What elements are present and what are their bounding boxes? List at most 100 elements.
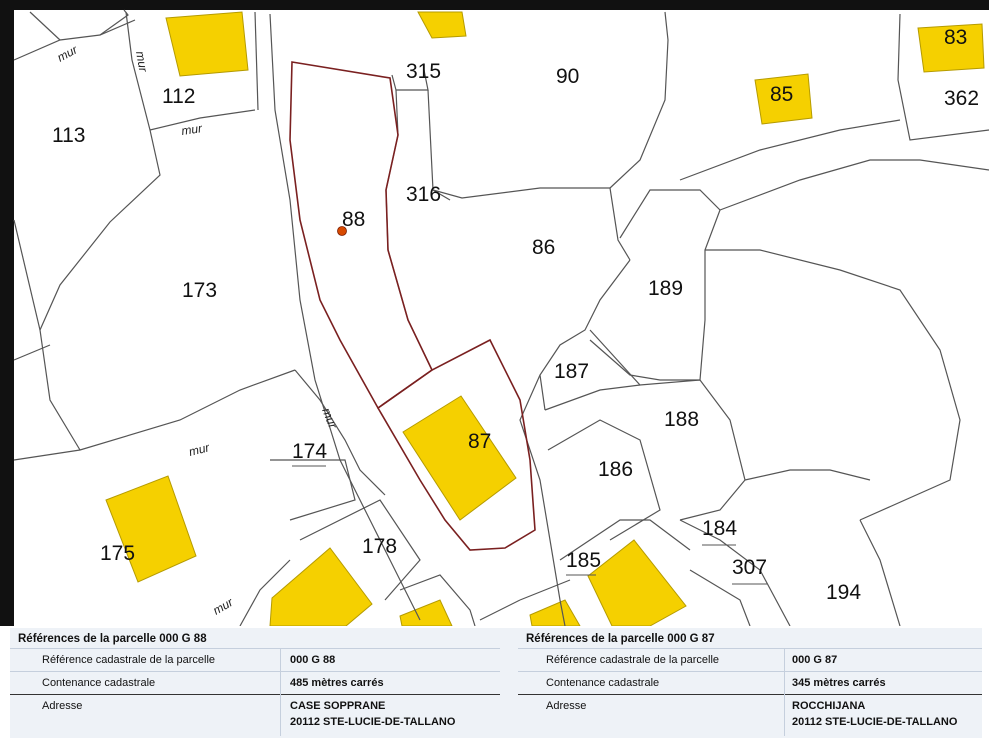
parcel-label-188[interactable]: 188 <box>664 408 699 431</box>
parcel-label-316[interactable]: 316 <box>406 183 441 206</box>
row-value-adresse-line2: 20112 STE-LUCIE-DE-TALLANO <box>792 716 958 728</box>
divider <box>518 648 982 649</box>
frame-left-border <box>0 0 14 626</box>
parcel-label-87[interactable]: 87 <box>468 430 491 453</box>
parcel-label-178[interactable]: 178 <box>362 535 397 558</box>
boundary <box>239 559 291 626</box>
row-value-adresse-line1: CASE SOPPRANE <box>290 700 386 712</box>
divider <box>10 671 500 672</box>
boundary <box>29 11 61 41</box>
boundary <box>679 519 791 626</box>
row-label-reference: Référence cadastrale de la parcelle <box>546 654 720 666</box>
boundary <box>432 189 451 201</box>
boundary <box>479 599 521 621</box>
boundary <box>679 119 901 181</box>
parcel-label-315[interactable]: 315 <box>406 60 441 83</box>
boundary <box>13 219 41 331</box>
boundary <box>149 109 256 131</box>
building-83 <box>917 23 985 73</box>
wall-label: mur <box>133 50 151 74</box>
boundary <box>689 569 751 626</box>
parcel-label-184[interactable]: 184 <box>702 517 737 540</box>
parcel-card-88: Références de la parcelle 000 G 88 Référ… <box>10 628 500 738</box>
parcel-label-187[interactable]: 187 <box>554 360 589 383</box>
wall-labels: mur mur mur mur mur mur <box>55 42 340 617</box>
boundary <box>254 11 259 111</box>
building-87 <box>402 395 517 521</box>
boundary <box>897 13 989 141</box>
building-top-center <box>417 11 467 39</box>
boundary <box>719 159 989 211</box>
boundary <box>589 189 721 381</box>
divider <box>518 671 982 672</box>
parcel-card-87: Références de la parcelle 000 G 87 Référ… <box>518 628 982 738</box>
parcel-numbers: 83 90 85 315 112 362 113 316 88 86 173 1… <box>52 26 979 604</box>
wall-label: mur <box>211 595 237 618</box>
row-label-contenance: Contenance cadastrale <box>42 677 156 689</box>
parcel-label-307[interactable]: 307 <box>732 556 767 579</box>
boundary <box>391 69 429 91</box>
selected-parcels <box>289 61 536 551</box>
row-label-adresse: Adresse <box>546 700 587 712</box>
parcel-label-173[interactable]: 173 <box>182 279 217 302</box>
parcel-label-113[interactable]: 113 <box>52 124 85 147</box>
boundary <box>399 574 476 626</box>
building-bottom-center <box>529 599 581 626</box>
row-value-reference: 000 G 87 <box>792 654 838 666</box>
row-label-contenance: Contenance cadastrale <box>546 677 660 689</box>
parcel-label-85[interactable]: 85 <box>770 83 793 106</box>
boundary <box>385 89 433 371</box>
boundary <box>125 11 151 131</box>
parcel-label-88[interactable]: 88 <box>342 208 365 231</box>
cadastral-map[interactable]: 83 90 85 315 112 362 113 316 88 86 173 1… <box>0 0 989 626</box>
parcel-label-189[interactable]: 189 <box>648 277 683 300</box>
boundary <box>559 519 691 561</box>
boundary <box>299 499 421 601</box>
boundary <box>13 344 51 361</box>
wall-label: mur <box>180 121 203 138</box>
parcel-label-83[interactable]: 83 <box>944 26 967 49</box>
parcel-label-186[interactable]: 186 <box>598 458 633 481</box>
boundary <box>39 129 161 451</box>
parcel-label-86[interactable]: 86 <box>532 236 555 259</box>
row-label-reference: Référence cadastrale de la parcelle <box>42 654 216 666</box>
row-value-contenance: 345 mètres carrés <box>792 677 886 689</box>
wall-label: mur <box>55 42 81 65</box>
divider <box>10 694 500 695</box>
building-185 <box>587 539 687 626</box>
frame-top-border <box>0 0 989 10</box>
parcel-card-title: Références de la parcelle 000 G 88 <box>18 633 207 645</box>
building-178-b <box>399 599 453 626</box>
boundary <box>859 519 901 626</box>
parcel-label-194[interactable]: 194 <box>826 581 861 604</box>
parcel-label-112[interactable]: 112 <box>162 85 195 108</box>
parcel-88-outline <box>289 61 434 410</box>
building-175 <box>105 475 197 583</box>
boundary <box>270 459 356 521</box>
row-value-contenance: 485 mètres carrés <box>290 677 384 689</box>
location-marker-icon[interactable] <box>337 226 347 236</box>
parcel-label-174[interactable]: 174 <box>292 440 327 463</box>
parcel-boundaries <box>13 9 989 626</box>
parcel-label-90[interactable]: 90 <box>556 65 579 88</box>
parcel-label-362[interactable]: 362 <box>944 87 979 110</box>
divider <box>518 694 982 695</box>
boundary <box>544 384 641 411</box>
boundary <box>99 9 129 36</box>
building-112 <box>165 11 249 77</box>
boundary <box>744 469 871 481</box>
column-divider <box>280 648 281 736</box>
boundary <box>519 374 566 626</box>
row-value-adresse-line1: ROCCHIJANA <box>792 700 866 712</box>
boundary <box>294 369 386 496</box>
boundary <box>539 259 631 411</box>
parcel-label-185[interactable]: 185 <box>566 549 601 572</box>
parcel-label-175[interactable]: 175 <box>100 542 135 565</box>
row-label-adresse: Adresse <box>42 700 83 712</box>
divider <box>10 648 500 649</box>
boundary <box>609 11 669 189</box>
row-value-adresse-line2: 20112 STE-LUCIE-DE-TALLANO <box>290 716 456 728</box>
boundary <box>13 369 296 461</box>
row-value-reference: 000 G 88 <box>290 654 336 666</box>
